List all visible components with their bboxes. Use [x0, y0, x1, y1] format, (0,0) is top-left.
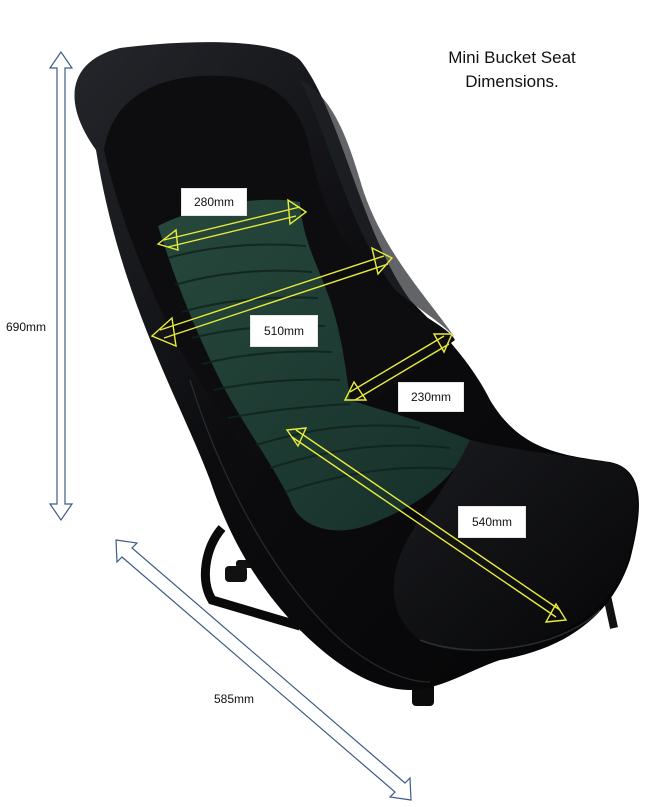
page-title: Mini Bucket Seat Dimensions.	[432, 46, 592, 94]
dimension-arrows-yellow	[150, 198, 568, 623]
seat-cushion	[393, 440, 638, 652]
title-line-1: Mini Bucket Seat	[448, 48, 576, 67]
back-width-label: 280mm	[181, 188, 247, 216]
seat-length-arrow	[285, 427, 568, 623]
shoulder-width-label: 510mm	[250, 315, 318, 347]
depth-arrow	[115, 539, 412, 801]
height-arrow	[48, 50, 74, 522]
insert-stitching	[167, 243, 461, 493]
seat-length-label: 540mm	[458, 506, 526, 538]
shoulder-width-arrow	[150, 246, 394, 348]
title-line-2: Dimensions.	[465, 72, 559, 91]
depth-label: 585mm	[214, 692, 255, 706]
seat-width-arrow	[343, 333, 454, 401]
back-width-arrow	[156, 198, 308, 251]
height-label: 690mm	[6, 320, 47, 334]
seat-width-label: 230mm	[398, 382, 464, 412]
seat-insert	[158, 199, 470, 531]
right-bolster	[300, 80, 455, 338]
